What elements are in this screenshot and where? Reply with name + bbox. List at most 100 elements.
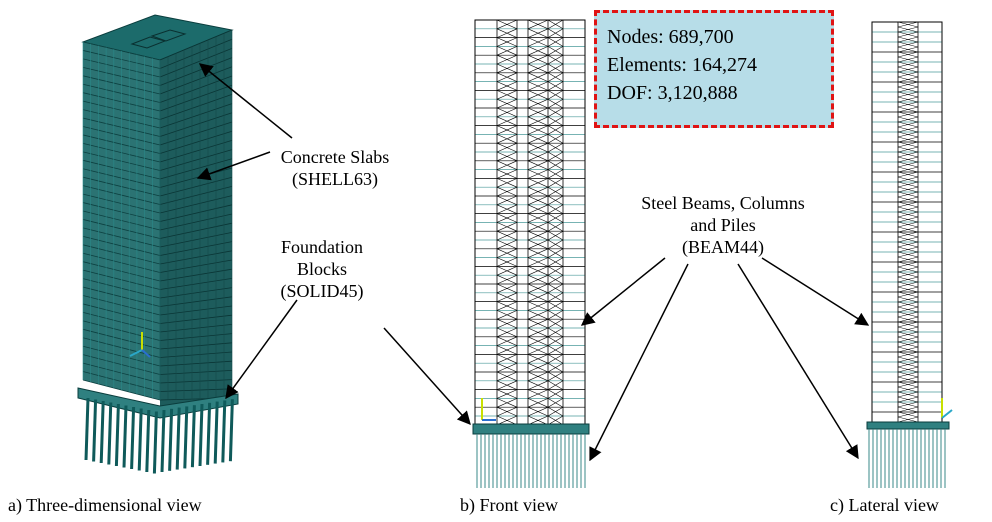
floor-line: [159, 250, 233, 265]
brace-line: [897, 26, 919, 33]
brace-line: [496, 46, 518, 56]
brace-line: [527, 107, 549, 118]
arrow-slabs-side: [196, 151, 271, 181]
brace-line: [547, 239, 564, 250]
brace-line: [897, 341, 919, 348]
floor-line: [159, 66, 233, 95]
brace-line: [547, 19, 564, 30]
brace-line: [547, 98, 564, 109]
brace-line: [547, 354, 564, 364]
brace-line: [527, 142, 549, 153]
brace-line: [496, 222, 518, 232]
brace-line: [897, 316, 919, 323]
brace-line: [547, 186, 564, 197]
brace-line: [897, 31, 919, 38]
brace-line: [527, 204, 549, 214]
brace-line: [527, 160, 549, 170]
brace-line: [897, 176, 919, 183]
floor-line: [159, 241, 233, 256]
brace-line: [527, 415, 549, 426]
brace-line: [496, 398, 518, 408]
brace-line: [897, 331, 919, 338]
arrow-beams-front-column: [580, 257, 666, 326]
pile-line: [130, 406, 136, 470]
brace-line: [496, 90, 518, 100]
brace-line: [496, 389, 518, 399]
brace-line: [527, 46, 549, 56]
label-beams-line2: and Piles: [690, 215, 756, 235]
brace-line: [897, 246, 919, 253]
floor-line: [159, 259, 233, 273]
floor-line: [159, 296, 233, 307]
brace-line: [547, 178, 564, 188]
brace-line: [897, 221, 919, 228]
brace-line: [547, 345, 564, 355]
brace-line: [496, 178, 518, 188]
pile-line: [168, 408, 174, 471]
brace-line: [496, 371, 518, 382]
brace-line: [547, 63, 564, 74]
brace-line: [897, 326, 919, 333]
pile-line: [122, 405, 128, 468]
brace-line: [496, 116, 518, 126]
brace-line: [496, 354, 518, 364]
tower-right-face: [160, 30, 232, 412]
pile-line: [198, 403, 204, 467]
brace-line: [527, 239, 549, 250]
label-slabs-line2: (SHELL63): [292, 169, 378, 189]
brace-line: [496, 54, 518, 65]
brace-line: [897, 411, 919, 418]
brace-line: [527, 371, 549, 382]
brace-line: [527, 19, 549, 30]
brace-line: [897, 131, 919, 138]
brace-line: [527, 345, 549, 355]
label-steel-beams: Steel Beams, Columns and Piles (BEAM44): [608, 192, 838, 258]
brace-line: [897, 396, 919, 403]
brace-line: [496, 310, 518, 320]
brace-line: [496, 327, 518, 338]
brace-line: [897, 151, 919, 158]
floor-line: [159, 342, 233, 350]
brace-line: [897, 286, 919, 293]
brace-line: [527, 178, 549, 188]
floor-line: [159, 360, 233, 367]
brace-line: [897, 86, 919, 93]
tower-column-lines: [82, 30, 233, 400]
brace-line: [527, 28, 549, 38]
brace-line: [897, 306, 919, 313]
brace-line: [897, 261, 919, 268]
brace-line: [897, 21, 919, 28]
brace-line: [547, 160, 564, 170]
brace-line: [897, 136, 919, 143]
brace-line: [527, 380, 549, 390]
floor-line: [159, 213, 233, 231]
floor-line: [159, 94, 233, 120]
brace-line: [547, 213, 564, 223]
brace-line: [496, 248, 518, 258]
pile-line: [175, 407, 181, 470]
brace-line: [547, 81, 564, 91]
brace-line: [496, 266, 518, 276]
floor-line: [159, 268, 233, 282]
brace-line: [527, 222, 549, 232]
floor-line: [159, 38, 233, 69]
brace-line: [547, 380, 564, 390]
brace-line: [496, 336, 518, 346]
brace-line: [897, 96, 919, 103]
label-slabs-line1: Concrete Slabs: [280, 147, 390, 167]
brace-line: [527, 274, 549, 285]
brace-line: [547, 116, 564, 126]
brace-line: [496, 134, 518, 144]
brace-line: [527, 63, 549, 74]
brace-line: [897, 181, 919, 188]
brace-line: [897, 156, 919, 163]
brace-line: [897, 191, 919, 198]
brace-line: [897, 201, 919, 208]
caption-c: c) Lateral view: [830, 495, 939, 515]
brace-line: [527, 81, 549, 91]
brace-line: [897, 171, 919, 178]
brace-line: [547, 151, 564, 162]
brace-line: [547, 274, 564, 285]
label-beams-line3: (BEAM44): [682, 237, 764, 257]
brace-line: [897, 211, 919, 218]
